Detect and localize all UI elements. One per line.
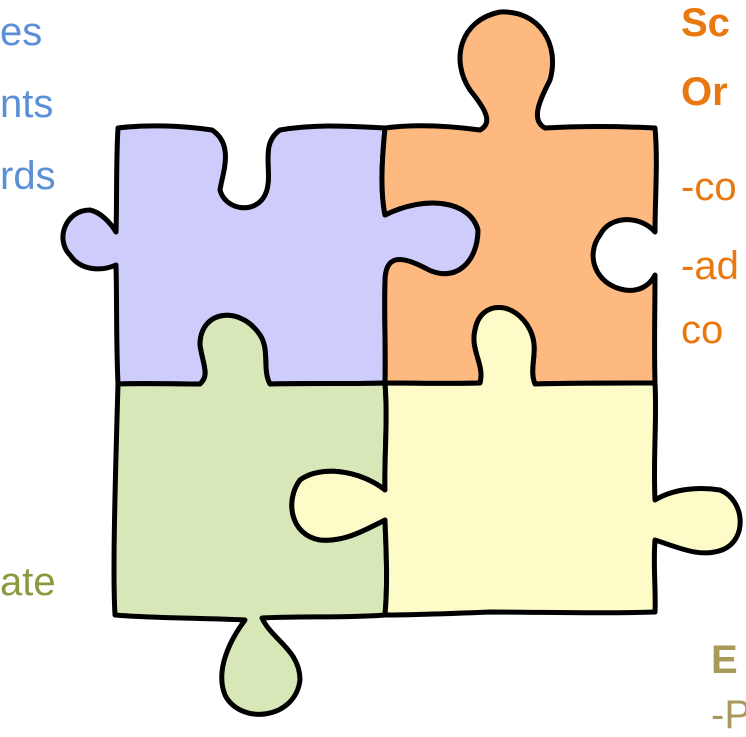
right-item-1: -co bbox=[681, 165, 737, 209]
right-heading-2: Or bbox=[681, 70, 728, 114]
puzzle-piece-orange bbox=[379, 9, 659, 387]
right-item-2: -ad bbox=[681, 244, 739, 288]
right-item-3: co bbox=[681, 308, 724, 352]
left-text-line-4: ate bbox=[0, 560, 56, 604]
right-heading-3: E bbox=[711, 638, 738, 682]
puzzle-piece-yellow bbox=[289, 305, 743, 618]
right-heading-1: Sc bbox=[681, 1, 730, 45]
left-text-line-3: rds bbox=[0, 154, 56, 198]
left-text-line-2: nts bbox=[0, 82, 54, 126]
left-text-line-1: es bbox=[0, 10, 43, 54]
right-item-4: -P bbox=[711, 693, 746, 737]
